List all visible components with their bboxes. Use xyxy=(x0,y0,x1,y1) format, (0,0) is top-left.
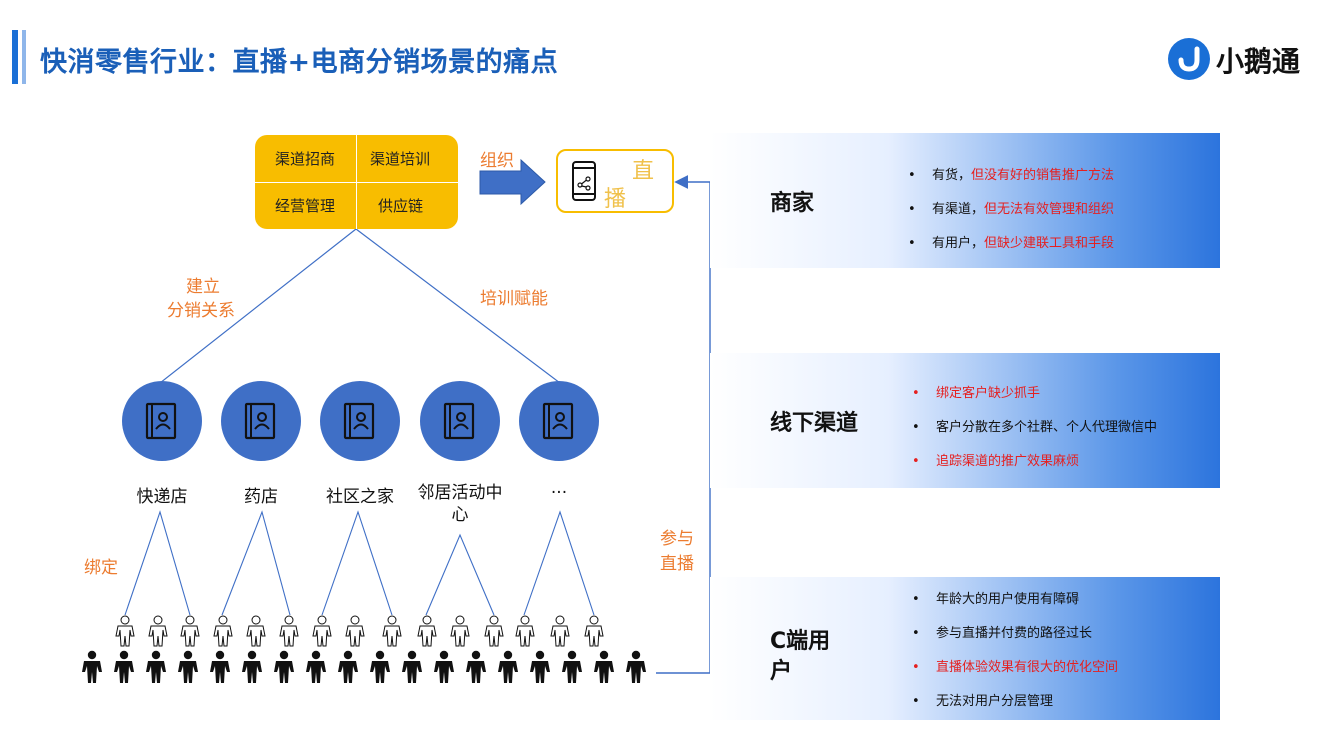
phone-share-icon xyxy=(572,161,596,201)
edge-label-training: 培训赋能 xyxy=(480,289,548,309)
grid-cell-channel-recruit: 渠道招商 xyxy=(275,150,336,168)
organize-label: 组织 xyxy=(480,151,514,171)
store-fan-lines xyxy=(124,510,595,616)
live-text-line2: 播 xyxy=(604,187,627,212)
edge-label-establish-line2: 分销关系 xyxy=(167,301,235,321)
title-accent-bar xyxy=(12,30,18,84)
store-circle-activity-center xyxy=(420,381,500,461)
panel-c-user: C端用户 •年龄大的用户使用有障碍 •参与直播并付费的路径过长 •直播体验效果有… xyxy=(710,577,1220,720)
edge-to-first-store xyxy=(159,228,357,384)
offline-item-1: •绑定客户缺少抓手 xyxy=(912,386,1041,401)
store-label-activity-center: 邻居活动中心 xyxy=(417,483,503,525)
live-stream-box: 直 播 xyxy=(556,149,674,213)
people-group xyxy=(82,615,646,683)
contact-book-icon xyxy=(244,402,276,440)
title-accent-bar-light xyxy=(22,30,26,84)
c-user-item-2: •参与直播并付费的路径过长 xyxy=(912,626,1093,641)
organize-arrow xyxy=(479,158,546,206)
c-user-item-3: •直播体验效果有很大的优化空间 xyxy=(912,660,1119,675)
page-title: 快消零售行业：直播+电商分销场景的痛点 xyxy=(40,47,559,78)
grid-cell-operations: 经营管理 xyxy=(275,197,336,215)
grid-divider-h xyxy=(255,182,458,183)
panel-merchant: 商家 •有货，但没有好的销售推广方法 •有渠道，但无法有效管理和组织 •有用户，… xyxy=(710,133,1220,268)
person-icon-row-outline xyxy=(115,615,604,647)
edge-to-last-store xyxy=(355,228,561,384)
store-label-more: ... xyxy=(550,478,568,498)
store-circle-express xyxy=(122,381,202,461)
edge-label-establish-line1: 建立 xyxy=(186,277,220,297)
store-circle-more xyxy=(519,381,599,461)
panel-offline-channel: 线下渠道 •绑定客户缺少抓手 •客户分散在多个社群、个人代理微信中 •追踪渠道的… xyxy=(710,353,1220,488)
merchant-item-1: •有货，但没有好的销售推广方法 xyxy=(908,168,1115,183)
contact-book-icon xyxy=(145,402,177,440)
grid-cell-supply-chain: 供应链 xyxy=(378,197,424,215)
panel-title-offline-channel: 线下渠道 xyxy=(770,411,859,436)
panel-title-merchant: 商家 xyxy=(770,191,815,216)
person-icon-row-solid xyxy=(82,650,646,683)
live-text-line1: 直 xyxy=(632,159,655,184)
offline-item-3: •追踪渠道的推广效果麻烦 xyxy=(912,454,1080,469)
join-label-line1: 参与 xyxy=(660,529,694,549)
contact-book-icon xyxy=(343,402,375,440)
join-label-line2: 直播 xyxy=(660,554,694,574)
merchant-item-3: •有用户，但缺少建联工具和手段 xyxy=(908,236,1115,251)
offline-item-2: •客户分散在多个社群、个人代理微信中 xyxy=(912,420,1158,435)
store-circle-pharmacy xyxy=(221,381,301,461)
bind-label: 绑定 xyxy=(84,558,118,578)
contact-book-icon xyxy=(542,402,574,440)
store-circle-community xyxy=(320,381,400,461)
store-label-express: 快递店 xyxy=(136,487,188,507)
c-user-item-4: •无法对用户分层管理 xyxy=(912,694,1054,709)
store-label-pharmacy: 药店 xyxy=(244,487,278,507)
contact-book-icon xyxy=(443,402,475,440)
panel-title-c-user: C端用户 xyxy=(770,629,831,684)
logo-text: 小鹅通 xyxy=(1216,45,1301,78)
logo-icon xyxy=(1168,38,1210,80)
grid-cell-channel-training: 渠道培训 xyxy=(370,150,431,168)
merchant-item-2: •有渠道，但无法有效管理和组织 xyxy=(908,202,1115,217)
c-user-item-1: •年龄大的用户使用有障碍 xyxy=(912,592,1080,607)
store-label-community: 社区之家 xyxy=(326,487,394,507)
